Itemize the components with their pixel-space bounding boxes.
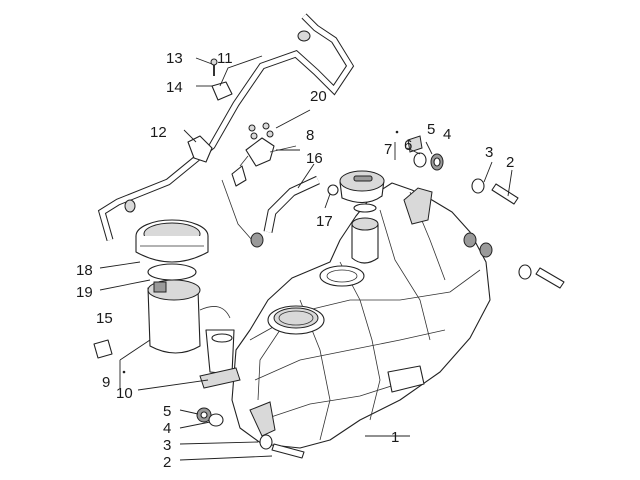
callout-18: 18 <box>76 262 93 279</box>
fuel-cap <box>339 170 385 204</box>
pump-clip <box>93 339 113 359</box>
fuel-pump <box>147 279 241 389</box>
pump-gasket <box>147 263 197 281</box>
upper-washers <box>407 135 444 171</box>
breather-hose <box>97 13 355 241</box>
callout-20: 20 <box>310 88 327 105</box>
fuel-tank <box>231 182 491 449</box>
callout-3-upper: 3 <box>485 144 493 161</box>
lower-fasteners <box>196 407 305 459</box>
callout-13: 13 <box>166 50 183 67</box>
callout-5-lower: 5 <box>163 403 171 420</box>
upper-bushings <box>463 178 532 280</box>
callout-14: 14 <box>166 79 183 96</box>
callout-4-lower: 4 <box>163 420 171 437</box>
callout-3-lower: 3 <box>163 437 171 454</box>
callout-5-upper: 5 <box>427 121 435 138</box>
fuel-hose <box>263 175 320 233</box>
hose-bracket <box>187 135 213 163</box>
upper-bolts <box>491 183 565 289</box>
callout-4-upper: 4 <box>443 126 451 143</box>
callout-15: 15 <box>96 310 113 327</box>
callout-2-lower: 2 <box>163 454 171 471</box>
leader-lines <box>99 55 513 461</box>
callout-8: 8 <box>306 127 314 144</box>
callout-9-dot <box>122 370 126 374</box>
callout-1: 1 <box>391 429 399 446</box>
filler-neck <box>351 203 379 264</box>
callout-10: 10 <box>116 385 133 402</box>
level-sender <box>221 137 297 248</box>
pump-ring-nut <box>135 219 209 263</box>
callout-2-upper: 2 <box>506 154 514 171</box>
callout-17: 17 <box>316 213 333 230</box>
callout-6: 6 <box>404 137 412 154</box>
callout-19: 19 <box>76 284 93 301</box>
callout-labels: 1 2 2 3 3 4 4 5 5 6 7 8 9 10 11 12 13 14… <box>76 50 514 471</box>
callout-7: 7 <box>384 141 392 158</box>
callout-12: 12 <box>150 124 167 141</box>
sender-screws <box>248 122 274 140</box>
callout-11: 11 <box>217 50 233 67</box>
hose-clamp <box>327 184 339 196</box>
callout-9: 9 <box>102 374 110 391</box>
callout-7-dot <box>395 130 399 134</box>
callout-16: 16 <box>306 150 323 167</box>
